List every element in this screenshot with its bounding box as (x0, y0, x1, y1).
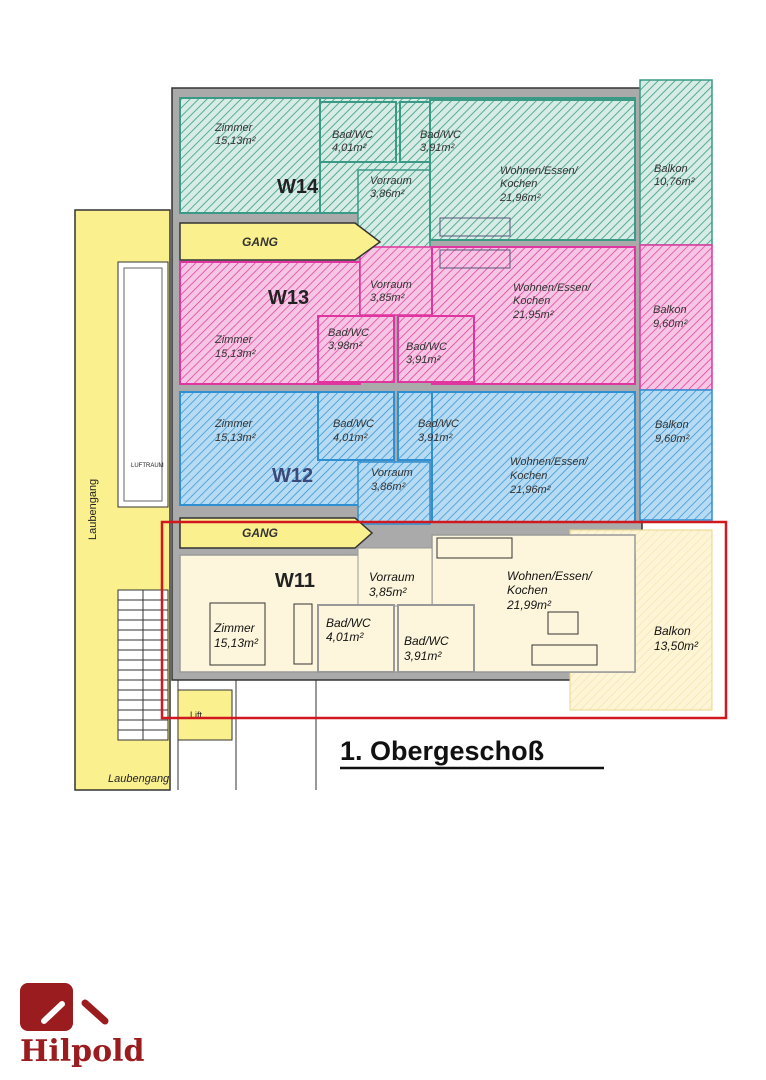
svg-text:Hilpold: Hilpold (20, 1034, 145, 1069)
unit-w11[interactable] (179, 529, 713, 711)
svg-text:13,50m²: 13,50m² (654, 639, 699, 653)
svg-text:W11: W11 (275, 570, 315, 592)
svg-text:Balkon: Balkon (655, 419, 689, 431)
svg-text:Bad/WC: Bad/WC (326, 616, 371, 630)
laubengang-label: Laubengang (108, 773, 170, 785)
svg-text:W14: W14 (277, 176, 319, 198)
svg-text:Bad/WC: Bad/WC (404, 634, 449, 648)
svg-text:Zimmer: Zimmer (213, 621, 256, 635)
svg-text:Vorraum: Vorraum (369, 570, 415, 584)
hilpold-logo: Hilpold (20, 983, 145, 1069)
svg-text:Bad/WC: Bad/WC (332, 129, 373, 141)
svg-text:15,13m²: 15,13m² (215, 135, 256, 147)
svg-text:21,95m²: 21,95m² (512, 309, 554, 321)
svg-text:10,76m²: 10,76m² (654, 176, 695, 188)
laubengang-strip: LUFTRAUM Laubengang Laubengang (74, 209, 171, 791)
gang-lower: GANG (179, 517, 374, 549)
svg-text:Kochen: Kochen (500, 178, 537, 190)
svg-text:Bad/WC: Bad/WC (328, 327, 369, 339)
w11-highlight-frame (160, 520, 728, 720)
svg-text:W13: W13 (268, 287, 309, 309)
svg-text:Balkon: Balkon (654, 624, 691, 638)
svg-text:4,01m²: 4,01m² (326, 630, 364, 644)
svg-text:9,60m²: 9,60m² (655, 433, 690, 445)
svg-text:Zimmer: Zimmer (214, 334, 254, 346)
svg-text:3,91m²: 3,91m² (406, 354, 441, 366)
svg-text:Balkon: Balkon (653, 304, 687, 316)
unit-w12[interactable] (179, 389, 713, 525)
gang-upper: GANG (179, 222, 382, 261)
svg-text:Bad/WC: Bad/WC (333, 418, 374, 430)
svg-text:Vorraum: Vorraum (370, 175, 412, 187)
svg-text:Kochen: Kochen (507, 583, 548, 597)
svg-text:3,85m²: 3,85m² (369, 585, 407, 599)
svg-text:3,98m²: 3,98m² (328, 340, 363, 352)
svg-text:Vorraum: Vorraum (371, 467, 413, 479)
lift-label: Lift (190, 710, 203, 720)
lift (177, 689, 233, 741)
svg-text:Wohnen/Essen/: Wohnen/Essen/ (513, 282, 592, 294)
svg-text:3,85m²: 3,85m² (370, 292, 405, 304)
svg-text:Zimmer: Zimmer (214, 122, 254, 134)
svg-text:4,01m²: 4,01m² (332, 142, 367, 154)
svg-text:Bad/WC: Bad/WC (420, 129, 461, 141)
svg-text:3,86m²: 3,86m² (371, 481, 406, 493)
svg-text:Wohnen/Essen/: Wohnen/Essen/ (510, 456, 589, 468)
svg-text:3,91m²: 3,91m² (420, 142, 455, 154)
svg-text:GANG: GANG (242, 526, 278, 540)
svg-text:Kochen: Kochen (510, 470, 547, 482)
svg-text:3,86m²: 3,86m² (370, 188, 405, 200)
svg-text:Wohnen/Essen/: Wohnen/Essen/ (500, 165, 579, 177)
svg-text:GANG: GANG (242, 235, 278, 249)
svg-text:Bad/WC: Bad/WC (406, 341, 447, 353)
svg-text:Wohnen/Essen/: Wohnen/Essen/ (507, 569, 593, 583)
svg-text:21,96m²: 21,96m² (499, 192, 541, 204)
svg-text:15,13m²: 15,13m² (215, 432, 256, 444)
svg-text:21,96m²: 21,96m² (509, 484, 551, 496)
svg-text:Balkon: Balkon (654, 163, 688, 175)
floor-title: 1. Obergeschoß (340, 736, 544, 766)
svg-text:Kochen: Kochen (513, 295, 550, 307)
stair-steps (118, 590, 168, 740)
svg-text:15,13m²: 15,13m² (215, 348, 256, 360)
svg-text:15,13m²: 15,13m² (214, 636, 259, 650)
svg-text:Vorraum: Vorraum (370, 279, 412, 291)
svg-text:Bad/WC: Bad/WC (418, 418, 459, 430)
svg-text:W12: W12 (272, 465, 313, 487)
svg-text:4,01m²: 4,01m² (333, 432, 368, 444)
unit-w13[interactable] (179, 244, 713, 391)
svg-text:3,91m²: 3,91m² (418, 432, 453, 444)
luftraum-label: LUFTRAUM (131, 463, 164, 469)
svg-text:21,99m²: 21,99m² (506, 598, 552, 612)
svg-text:9,60m²: 9,60m² (653, 318, 688, 330)
labels-w12: W12 Zimmer 15,13m² Bad/WC 4,01m² Bad/WC 3,9… (214, 418, 690, 496)
unit-w14[interactable] (179, 79, 713, 251)
svg-text:Zimmer: Zimmer (214, 418, 254, 430)
laubengang-label-vertical: Laubengang (87, 479, 99, 540)
svg-text:3,91m²: 3,91m² (404, 649, 442, 663)
